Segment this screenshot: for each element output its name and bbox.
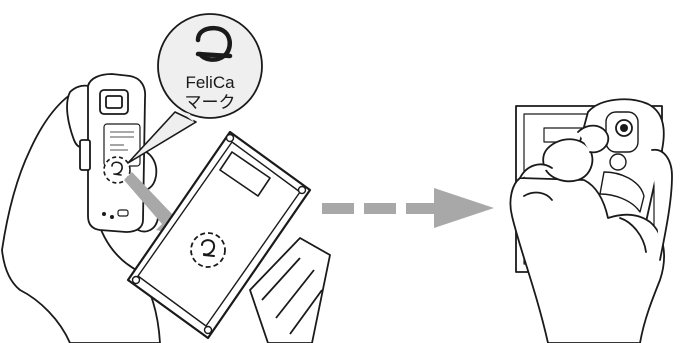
reader-felica-mark [191,233,225,267]
callout-label-felica: FeliCa [185,73,235,92]
callout-label-mark: マーク [185,93,236,112]
arrow-dash-3 [406,203,436,214]
progress-arrow [322,188,494,228]
arrow-dash-1 [322,203,354,214]
mobile-phone-back [80,74,145,232]
arrow-dash-2 [364,203,396,214]
arrow-head [434,188,494,228]
